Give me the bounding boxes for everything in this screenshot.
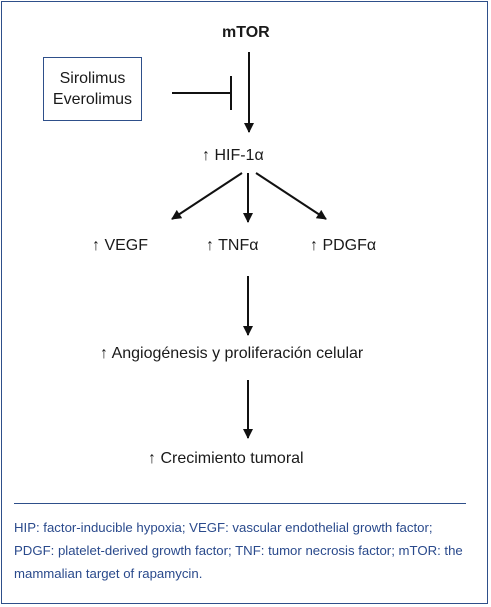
node-angiogenesis: ↑ Angiogénesis y proliferación celular bbox=[100, 345, 364, 362]
node-tnf: ↑ TNFα bbox=[206, 237, 259, 254]
node-pdgf: ↑ PDGFα bbox=[310, 237, 377, 254]
arrow-hif-to-pdgf bbox=[255, 172, 327, 220]
inhibitor-box: Sirolimus Everolimus bbox=[43, 57, 142, 121]
inhibitor-sirolimus: Sirolimus bbox=[59, 70, 126, 87]
arrow-hif-to-vegf bbox=[171, 172, 243, 220]
inhibitor-everolimus: Everolimus bbox=[52, 91, 133, 108]
node-tumor-growth: ↑ Crecimiento tumoral bbox=[148, 450, 304, 467]
node-mtor: mTOR bbox=[222, 24, 270, 41]
footnote-divider bbox=[14, 503, 466, 504]
node-hif: ↑ HIF-1α bbox=[202, 147, 264, 164]
node-vegf: ↑ VEGF bbox=[92, 237, 149, 254]
footnote: HIP: factor-inducible hypoxia; VEGF: vas… bbox=[14, 520, 463, 581]
